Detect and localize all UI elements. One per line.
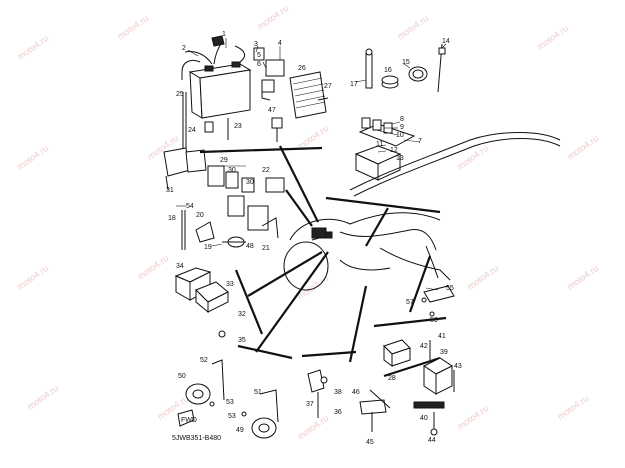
callout-12: 12 (390, 147, 398, 154)
watermark: moto4.ru (25, 383, 60, 412)
callout-4: 4 (278, 40, 282, 47)
callout-30-second: 30 (246, 179, 254, 186)
watermark: moto4.ru (115, 13, 150, 42)
watermark: moto4.ru (135, 253, 170, 282)
callout-49: 49 (236, 427, 244, 434)
relay-group (163, 147, 285, 250)
callout-9: 9 (400, 124, 404, 131)
callout-46: 46 (352, 389, 360, 396)
callout-57: 57 (406, 299, 414, 306)
callout-30: 30 (228, 167, 236, 174)
fwd-label: FWD (181, 417, 197, 424)
callout-6: 6 (257, 61, 261, 68)
callout-1: 1 (222, 31, 226, 38)
watermark: moto4.ru (565, 263, 600, 292)
callout-33: 33 (226, 281, 234, 288)
callout-10: 10 (396, 132, 404, 139)
callout-leaders (176, 38, 447, 291)
callout-2: 2 (182, 45, 186, 52)
callout-56: 56 (430, 317, 438, 324)
callout-19: 19 (204, 244, 212, 251)
sub-assembly-33 (174, 267, 229, 338)
callout-50: 50 (178, 373, 186, 380)
callout-14: 14 (442, 38, 450, 45)
callout-44: 44 (428, 437, 436, 444)
callout-38: 38 (334, 389, 342, 396)
watermark: moto4.ru (15, 143, 50, 172)
callout-32: 32 (238, 311, 246, 318)
callout-47: 47 (268, 107, 276, 114)
callout-48: 48 (246, 243, 254, 250)
callout-16: 16 (384, 67, 392, 74)
callout-37: 37 (306, 401, 314, 408)
leader-lines (199, 145, 447, 378)
watermark: moto4.ru (465, 263, 500, 292)
callout-26: 26 (298, 65, 306, 72)
switch-group (307, 369, 391, 432)
callout-15: 15 (402, 59, 410, 66)
callout-7: 7 (418, 138, 422, 145)
watermark: moto4.ru (455, 403, 490, 432)
watermark: moto4.ru (455, 143, 490, 172)
callout-5: 5 (257, 52, 261, 59)
callout-17: 17 (350, 81, 358, 88)
watermark: moto4.ru (395, 13, 430, 42)
callout-11: 11 (376, 141, 383, 148)
callout-54: 54 (186, 203, 194, 210)
motorcycle-outline (283, 212, 451, 291)
callout-53-second: 53 (228, 413, 236, 420)
ignition-group (383, 285, 455, 436)
callout-13: 13 (396, 155, 404, 162)
callout-55: 55 (446, 285, 454, 292)
callout-40: 40 (420, 415, 428, 422)
watermark: moto4.ru (15, 263, 50, 292)
watermark: moto4.ru (15, 33, 50, 62)
callout-21: 21 (262, 245, 270, 252)
callout-23: 23 (234, 123, 242, 130)
callout-29: 29 (220, 157, 228, 164)
callout-31: 31 (166, 187, 174, 194)
diagram-code: 5JWB351-B480 (172, 435, 221, 442)
callout-39: 39 (440, 349, 448, 356)
sensor-group (349, 43, 561, 197)
watermark: moto4.ru (295, 413, 330, 442)
callout-numbers: 1 2 3 4 5 6 7 8 9 10 11 12 13 14 15 16 1… (166, 31, 462, 446)
callout-3: 3 (254, 41, 258, 48)
callout-53: 53 (226, 399, 234, 406)
watermark: moto4.ru (535, 23, 570, 52)
callout-42: 42 (420, 343, 428, 350)
callout-34: 34 (176, 263, 184, 270)
callout-28: 28 (388, 375, 396, 382)
watermark: moto4.ru (565, 133, 600, 162)
callout-45: 45 (366, 439, 374, 446)
callout-51: 51 (254, 389, 262, 396)
watermark: moto4.ru (555, 393, 590, 422)
callout-18: 18 (168, 215, 176, 222)
callout-52: 52 (200, 357, 208, 364)
callout-35: 35 (238, 337, 246, 344)
watermark-layer: moto4.ru moto4.ru moto4.ru moto4.ru moto… (15, 3, 600, 442)
callout-20: 20 (196, 212, 204, 219)
callout-36: 36 (334, 409, 342, 416)
battery-group (181, 35, 329, 150)
callout-24: 24 (188, 127, 196, 134)
callout-41: 41 (438, 333, 446, 340)
watermark: moto4.ru (255, 3, 290, 32)
callout-43: 43 (454, 363, 462, 370)
callout-27: 27 (324, 83, 332, 90)
callout-25: 25 (176, 91, 184, 98)
callout-22: 22 (262, 167, 270, 174)
callout-8: 8 (400, 116, 404, 123)
horn-group: FWD (177, 359, 279, 439)
